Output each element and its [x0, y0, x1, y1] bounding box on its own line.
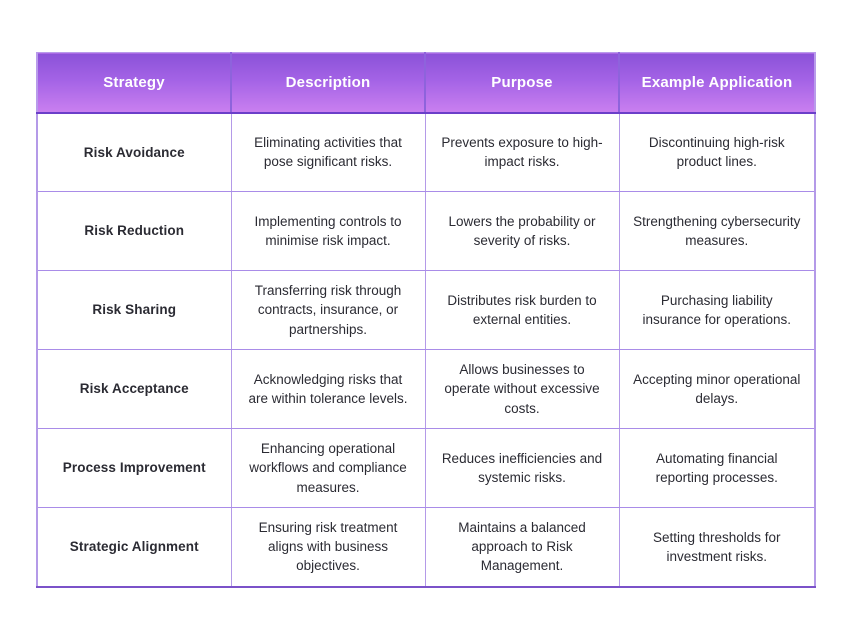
column-header-strategy[interactable]: Strategy [36, 52, 232, 114]
cell-description: Enhancing operational workflows and comp… [230, 428, 426, 508]
table-row: Risk Sharing Transferring risk through c… [36, 270, 816, 350]
cell-purpose: Maintains a balanced approach to Risk Ma… [424, 507, 620, 588]
cell-strategy: Risk Avoidance [36, 112, 232, 192]
cell-strategy: Risk Acceptance [36, 349, 232, 429]
table-row: Process Improvement Enhancing operationa… [36, 428, 816, 508]
cell-example: Setting thresholds for investment risks. [618, 507, 816, 588]
column-header-example-application[interactable]: Example Application [619, 52, 816, 114]
table-body: Risk Avoidance Eliminating activities th… [36, 112, 816, 588]
cell-strategy: Risk Sharing [36, 270, 232, 350]
table-header-row: Strategy Description Purpose Example App… [36, 52, 816, 114]
cell-purpose: Reduces inefficiencies and systemic risk… [424, 428, 620, 508]
cell-description: Acknowledging risks that are within tole… [230, 349, 426, 429]
cell-purpose: Allows businesses to operate without exc… [424, 349, 620, 429]
table-row: Risk Reduction Implementing controls to … [36, 191, 816, 271]
cell-description: Eliminating activities that pose signifi… [230, 112, 426, 192]
cell-purpose: Distributes risk burden to external enti… [424, 270, 620, 350]
table-row: Risk Avoidance Eliminating activities th… [36, 112, 816, 192]
table-row: Strategic Alignment Ensuring risk treatm… [36, 507, 816, 588]
risk-strategy-table: Strategy Description Purpose Example App… [36, 52, 816, 588]
column-header-description[interactable]: Description [231, 52, 426, 114]
cell-example: Purchasing liability insurance for opera… [618, 270, 816, 350]
cell-strategy: Risk Reduction [36, 191, 232, 271]
table-header: Strategy Description Purpose Example App… [36, 52, 816, 114]
cell-description: Implementing controls to minimise risk i… [230, 191, 426, 271]
risk-strategy-table-container: Strategy Description Purpose Example App… [36, 52, 816, 588]
table-row: Risk Acceptance Acknowledging risks that… [36, 349, 816, 429]
cell-strategy: Process Improvement [36, 428, 232, 508]
cell-description: Transferring risk through contracts, ins… [230, 270, 426, 350]
cell-example: Discontinuing high-risk product lines. [618, 112, 816, 192]
cell-description: Ensuring risk treatment aligns with busi… [230, 507, 426, 588]
cell-purpose: Prevents exposure to high-impact risks. [424, 112, 620, 192]
cell-strategy: Strategic Alignment [36, 507, 232, 588]
cell-example: Automating financial reporting processes… [618, 428, 816, 508]
cell-example: Accepting minor operational delays. [618, 349, 816, 429]
cell-example: Strengthening cybersecurity measures. [618, 191, 816, 271]
cell-purpose: Lowers the probability or severity of ri… [424, 191, 620, 271]
column-header-purpose[interactable]: Purpose [425, 52, 620, 114]
